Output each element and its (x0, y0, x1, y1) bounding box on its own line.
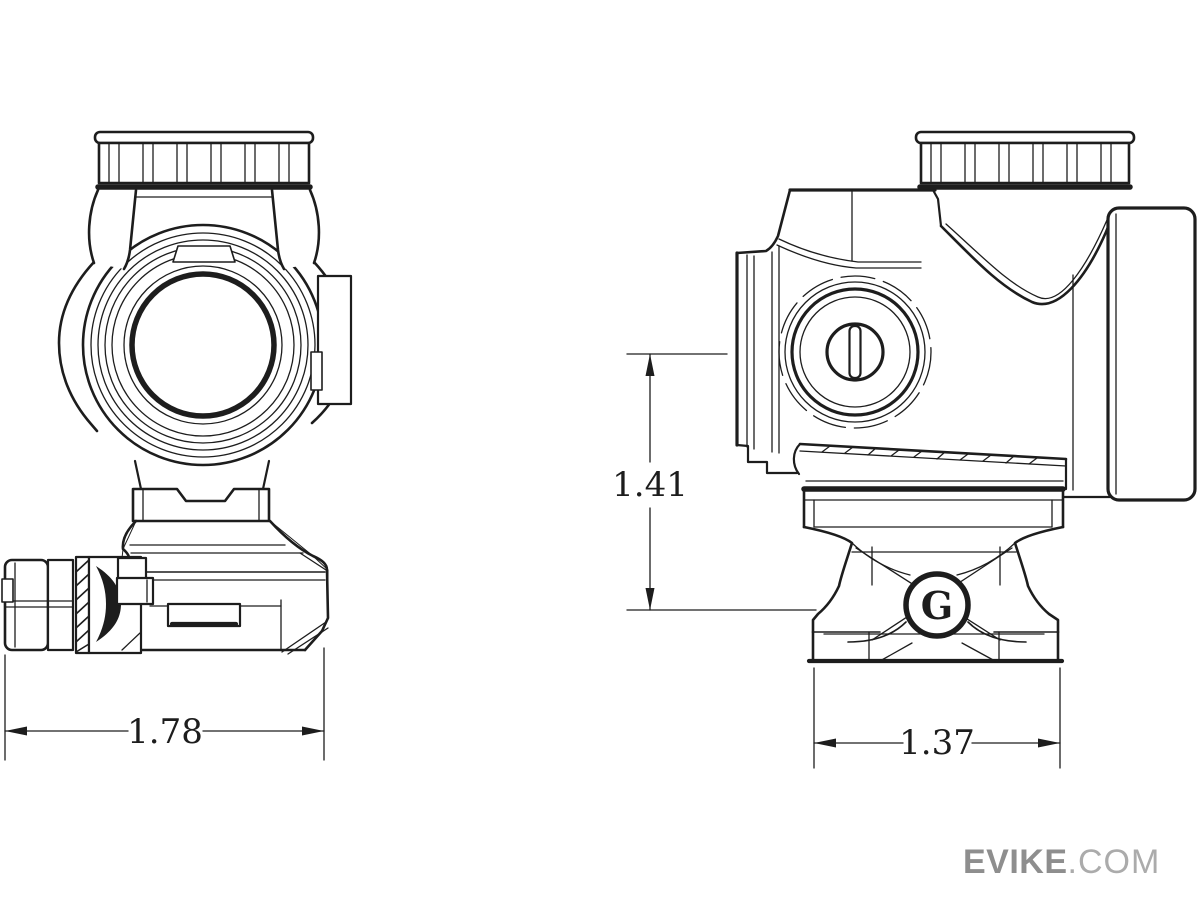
front-neck (133, 459, 271, 491)
front-horns (87, 188, 321, 271)
front-top-notch (172, 245, 236, 263)
qd-mount-assembly (1, 555, 155, 655)
front-side-box (310, 274, 353, 406)
dim-label-front-width: 1.78 (127, 712, 203, 752)
side-mount-riser: G (802, 487, 1065, 664)
dim-front-width: 1.78 (4, 647, 325, 761)
front-cap-knurling (108, 143, 290, 183)
qd-washer-hatched (74, 555, 91, 655)
side-saddle (939, 208, 1117, 306)
side-view: G 1.41 1.37 (612, 130, 1197, 769)
watermark-brand: EVIKE (963, 843, 1068, 881)
qd-jaw-lower (115, 576, 155, 606)
side-adjustment-dial (778, 275, 932, 429)
mount-logo: G (903, 571, 971, 639)
side-mount-plate (792, 442, 1068, 492)
side-body-top (735, 188, 943, 269)
dim-side-width: 1.37 (813, 667, 1061, 769)
side-turret-cap (914, 130, 1136, 190)
front-clamp-block (131, 487, 271, 523)
front-turret-cap (93, 130, 315, 190)
side-cap-knurling (930, 143, 1112, 183)
dim-label-side-height: 1.41 (612, 465, 688, 505)
watermark-suffix: .COM (1068, 843, 1161, 881)
side-eyepiece (1061, 206, 1197, 502)
riser-base (806, 621, 1065, 664)
watermark: EVIKE.COM (963, 843, 1160, 881)
qd-nut-collar (46, 558, 75, 652)
front-mount (115, 519, 330, 655)
front-view: 1.78 (1, 130, 353, 761)
dim-label-side-width: 1.37 (899, 723, 975, 763)
dial-slot (848, 324, 862, 380)
dim-side-height: 1.41 (612, 353, 817, 611)
plate-serrations (821, 445, 1038, 465)
side-front-bezel (735, 245, 799, 475)
mount-logo-letter: G (921, 583, 953, 628)
qd-thumb-nut (3, 558, 50, 652)
